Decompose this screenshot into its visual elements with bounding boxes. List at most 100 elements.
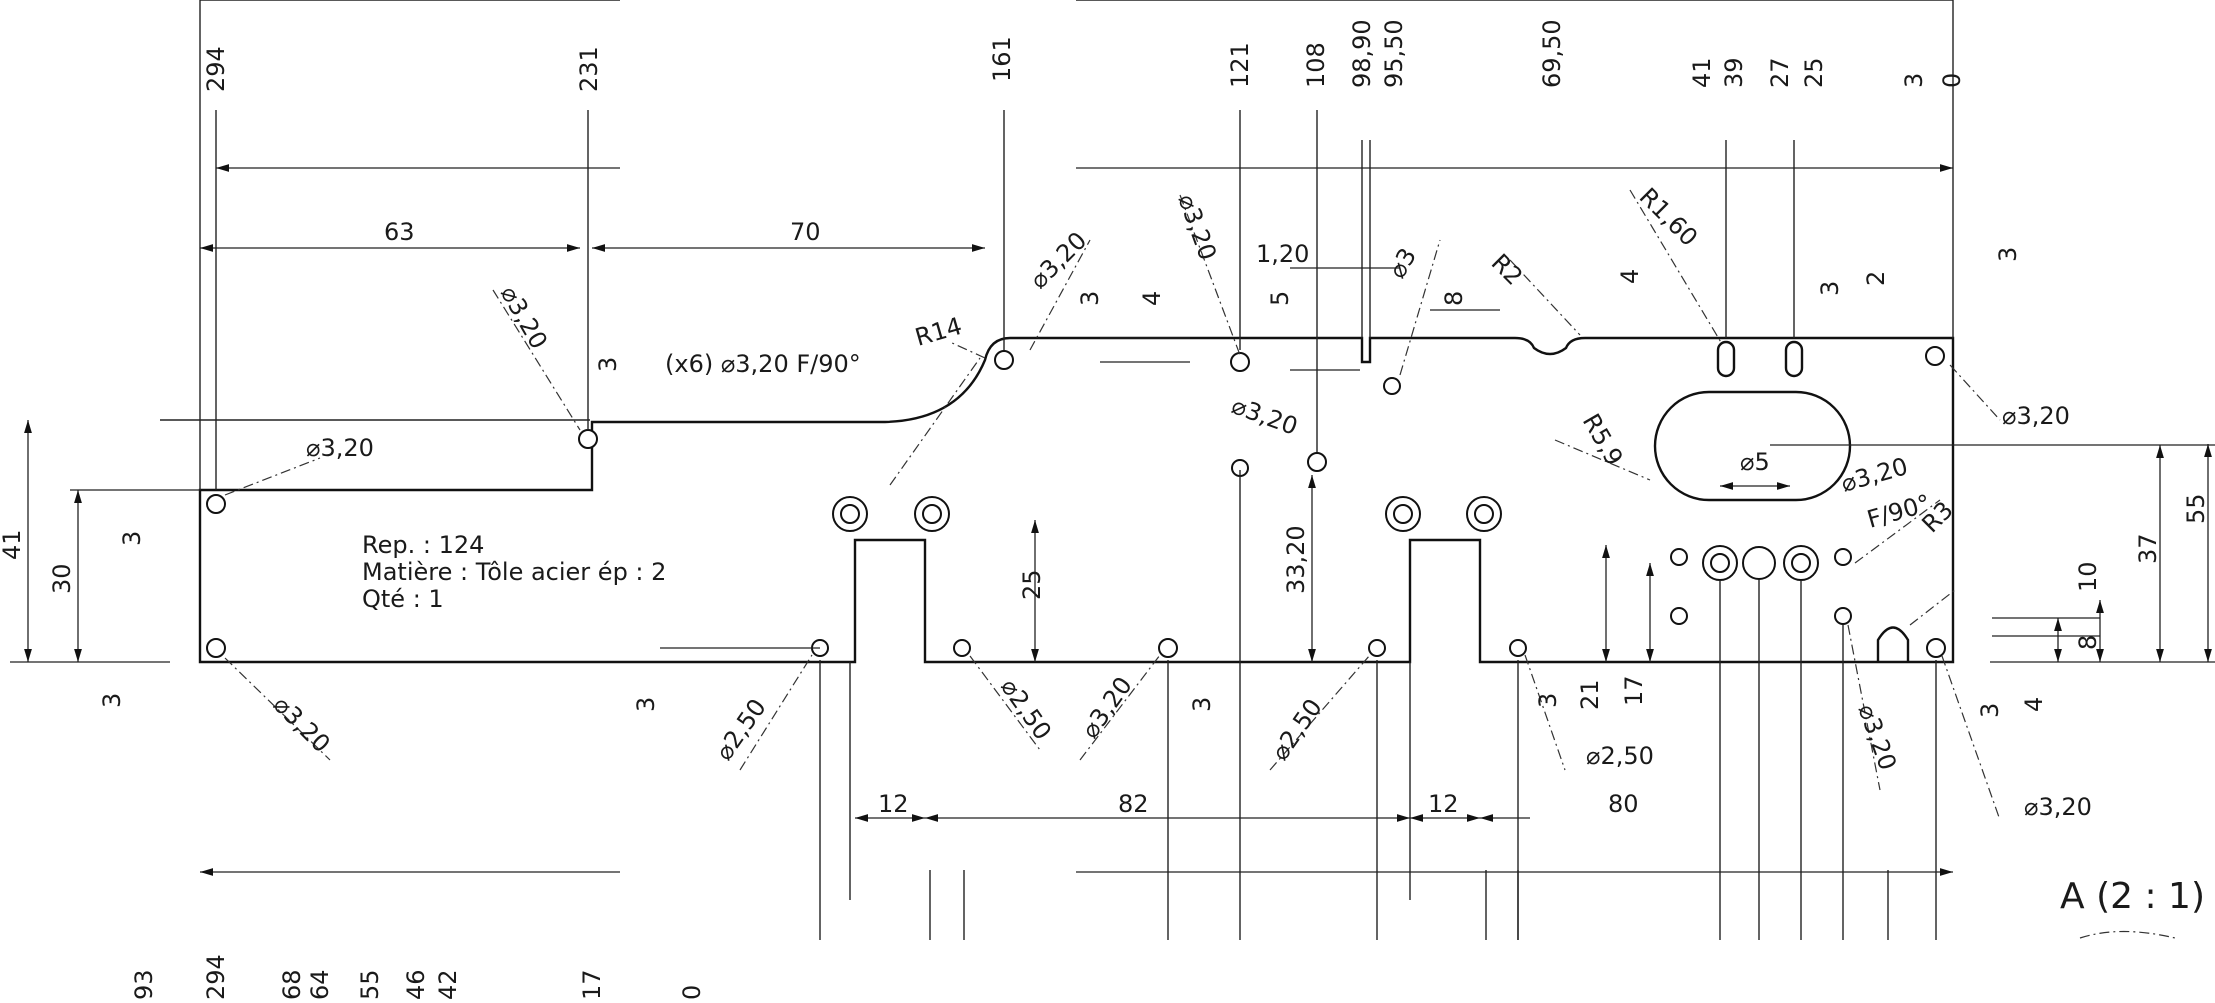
callout-phi3-20-j: ⌀3,20 <box>1852 700 1902 773</box>
ordinate-17: 17 <box>578 969 606 1000</box>
callout-phi2-50-c: ⌀2,50 <box>1266 694 1328 766</box>
dim-25: 25 <box>1018 569 1046 600</box>
hole-ring-inner <box>1474 504 1494 524</box>
dim-33-20: 33,20 <box>1282 525 1310 594</box>
view-label-arc <box>2079 930 2176 939</box>
callout-phi5: ⌀5 <box>1740 448 1770 476</box>
callout-phi3-20-a: ⌀3,20 <box>306 434 374 462</box>
callout-phi2-50-a: ⌀2,50 <box>710 694 772 766</box>
dim-4b: 4 <box>2020 697 2048 712</box>
callout-phi3-20-b: ⌀3,20 <box>495 281 553 354</box>
hole-ring-inner <box>1791 553 1811 573</box>
dim-55: 55 <box>2182 493 2210 524</box>
callout-f90: F/90° <box>1864 489 1934 534</box>
dim-3c: 3 <box>594 357 622 372</box>
ordinate-294: 294 <box>202 46 230 92</box>
hole-phi3-20 <box>1230 352 1250 372</box>
dim-3f: 3 <box>1976 703 2004 718</box>
callout-r5-9: R5,9 <box>1577 409 1629 470</box>
dim-8a: 8 <box>1440 291 1468 306</box>
dim-12a: 12 <box>878 790 909 818</box>
ordinate-93: 93 <box>130 969 158 1000</box>
dim-4a: 4 <box>1138 291 1166 306</box>
ordinate-95-50: 95,50 <box>1380 19 1408 88</box>
note-qte: Qté : 1 <box>362 585 444 613</box>
ordinate-121: 121 <box>1226 42 1254 88</box>
ordinate-55: 55 <box>356 969 384 1000</box>
ordinate-69-50: 69,50 <box>1538 19 1566 88</box>
dim-82: 82 <box>1118 790 1149 818</box>
hole-phi3-20 <box>994 350 1014 370</box>
dim-80: 80 <box>1608 790 1639 818</box>
callout-r2: R2 <box>1486 248 1528 290</box>
ordinate-231: 231 <box>575 46 603 92</box>
dim-3i: 3 <box>1534 693 1562 708</box>
ordinate-68: 68 <box>278 969 306 1000</box>
callout-r14: R14 <box>912 312 965 352</box>
callout-phi3-20-e: ⌀3,20 <box>1228 391 1301 441</box>
ordinate-27: 27 <box>1766 57 1794 88</box>
dim-1-20: 1,20 <box>1256 240 1309 268</box>
hole-ring-inner <box>1393 504 1413 524</box>
dim-63: 63 <box>384 218 415 246</box>
dim-3d: 3 <box>632 697 660 712</box>
dim-2: 2 <box>1862 271 1890 286</box>
hole-phi2-50 <box>953 639 971 657</box>
holes <box>206 346 1946 658</box>
dimension-labels: 63 70 12 82 12 80 1,20 41 30 3 3 3 25 33… <box>0 218 2210 818</box>
hole-small <box>1670 548 1688 566</box>
dim-17: 17 <box>1620 675 1648 706</box>
note-rep: Rep. : 124 <box>362 531 484 559</box>
dim-3b: 3 <box>98 693 126 708</box>
hole-phi3-20 <box>1158 638 1178 658</box>
hole-phi2-50 <box>1509 639 1527 657</box>
hole-phi3-20 <box>1834 607 1852 625</box>
callout-phi2-50-b: ⌀2,50 <box>995 673 1057 745</box>
ordinate-0b: 0 <box>678 985 706 1000</box>
hole-phi3 <box>1383 377 1401 395</box>
ordinate-98-90: 98,90 <box>1348 19 1376 88</box>
callout-phi3-20-h: ⌀3,20 <box>268 690 336 758</box>
callout-phi3-20-d: ⌀3,20 <box>1172 190 1222 263</box>
ordinate-0: 0 <box>1938 73 1966 88</box>
ordinate-294b: 294 <box>202 954 230 1000</box>
hole-ring-inner <box>922 504 942 524</box>
hole-phi3-20 <box>578 429 598 449</box>
slot-notch <box>1876 626 1910 662</box>
ordinate-42: 42 <box>434 969 462 1000</box>
dim-4c: 4 <box>1616 269 1644 284</box>
hole-ring-inner <box>1710 553 1730 573</box>
hole-phi3-20 <box>1307 452 1327 472</box>
ordinate-161: 161 <box>988 36 1016 82</box>
dim-8b: 8 <box>2074 635 2102 650</box>
dim-10: 10 <box>2074 561 2102 592</box>
callout-labels: R14 R2 R1,60 R5,9 R3 ⌀5 F/90° ⌀3,20 ⌀3,2… <box>268 182 2092 821</box>
dim-3e: 3 <box>1188 697 1216 712</box>
callout-r1-60: R1,60 <box>1634 182 1703 251</box>
dim-5: 5 <box>1266 291 1294 306</box>
small-slot-2 <box>1784 340 1804 378</box>
hole-phi3-20 <box>206 638 226 658</box>
hole-phi3-20 <box>206 494 226 514</box>
dim-21: 21 <box>1576 679 1604 710</box>
dim-3a: 3 <box>118 531 146 546</box>
dim-12b: 12 <box>1428 790 1459 818</box>
ordinate-lines <box>160 0 1954 940</box>
hole-small <box>1670 607 1688 625</box>
ordinate-3: 3 <box>1900 73 1928 88</box>
dim-30: 30 <box>48 563 76 594</box>
note-matiere: Matière : Tôle acier ép : 2 <box>362 558 666 586</box>
dim-3h: 3 <box>1816 281 1844 296</box>
ordinate-25: 25 <box>1800 57 1828 88</box>
hole-phi3-20 <box>1926 638 1946 658</box>
callout-phi3-20-k: ⌀3,20 <box>2024 793 2092 821</box>
view-label: A (2 : 1) <box>2060 876 2205 917</box>
leaders <box>224 189 2001 821</box>
part-outline <box>198 336 1955 664</box>
dim-70: 70 <box>790 218 821 246</box>
ordinate-64: 64 <box>306 969 334 1000</box>
ordinate-41: 41 <box>1688 57 1716 88</box>
callout-phi3-20-i: ⌀3,20 <box>1076 672 1138 744</box>
top-ordinate-labels: 294 231 161 121 108 98,90 95,50 69,50 41… <box>202 19 1966 92</box>
